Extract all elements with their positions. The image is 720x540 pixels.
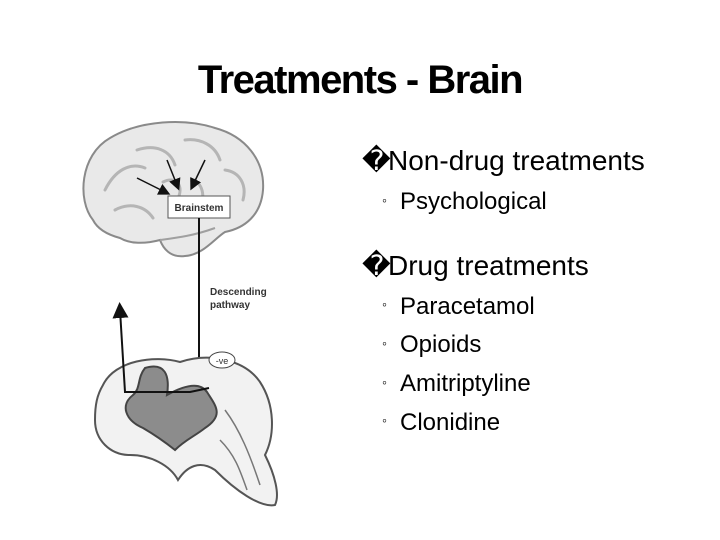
sub-bullet-marker: ◦ (382, 334, 387, 351)
brain-drawing (82, 121, 265, 258)
sub-bullet-marker: ◦ (382, 373, 387, 390)
subitem-amitriptyline: ◦ Amitriptyline (362, 365, 712, 404)
inhibition-label: -ve (216, 356, 229, 366)
bullet-text: Drug treatments (388, 249, 589, 281)
subitem-psychological: ◦ Psychological (362, 183, 712, 222)
subitem-text: Amitriptyline (400, 369, 531, 397)
bullet-list: �Non-drug treatments ◦Psychological �Dru… (362, 143, 712, 460)
spinal-cord-drawing (93, 356, 278, 507)
slide-title: Treatments - Brain (197, 58, 524, 102)
brainstem-label-box: Brainstem (167, 195, 231, 219)
bullet-text: Non-drug treatments (388, 145, 645, 176)
descending-pathway-diagram: Brainstem Descending pathway -ve (75, 110, 290, 515)
pathway-illustration: Brainstem Descending pathway -ve (82, 121, 278, 507)
subitem-text: Psychological (400, 188, 547, 215)
pathway-label-line2: pathway (210, 300, 250, 311)
ascending-pathway-arrow (112, 302, 210, 393)
subitem-text: Clonidine (400, 408, 501, 436)
sub-bullet-marker: ◦ (382, 191, 387, 208)
bullet-marker: � (362, 249, 391, 281)
bullet-marker: � (362, 145, 391, 176)
subitem-text: Paracetamol (400, 292, 535, 320)
inhibition-marker: -ve (208, 351, 236, 369)
bullet-group-drug: �Drug treatments ◦ Paracetamol ◦ Opioids ◦… (362, 248, 712, 443)
pathway-label-line1: Descending (210, 287, 267, 298)
subitem-clonidine: ◦ Clonidine (362, 404, 712, 443)
sub-bullet-marker: ◦ (382, 296, 387, 313)
brainstem-label: Brainstem (175, 203, 224, 214)
subitem-opioids: ◦ Opioids (362, 326, 712, 365)
bullet-non-drug-treatments: �Non-drug treatments (362, 143, 712, 179)
sub-bullet-marker: ◦ (382, 412, 387, 429)
bullet-group-non-drug: �Non-drug treatments ◦ Psychological (362, 143, 712, 222)
bullet-drug-treatments: �Drug treatments (362, 248, 712, 284)
subitem-text: Opioids (400, 331, 482, 359)
subitem-paracetamol: ◦ Paracetamol (362, 288, 712, 327)
